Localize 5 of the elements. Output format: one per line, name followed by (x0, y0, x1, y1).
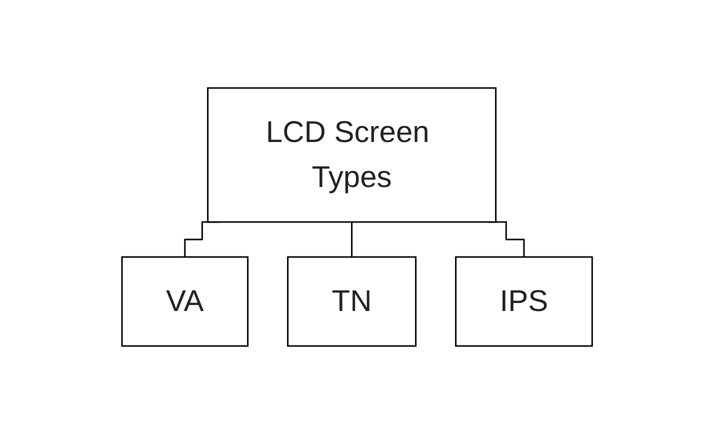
node-box: TN (287, 256, 417, 347)
node-box: LCD Screen Types (207, 87, 497, 223)
connector (351, 221, 353, 258)
node-box: IPS (455, 256, 594, 347)
node-box: VA (122, 256, 249, 347)
